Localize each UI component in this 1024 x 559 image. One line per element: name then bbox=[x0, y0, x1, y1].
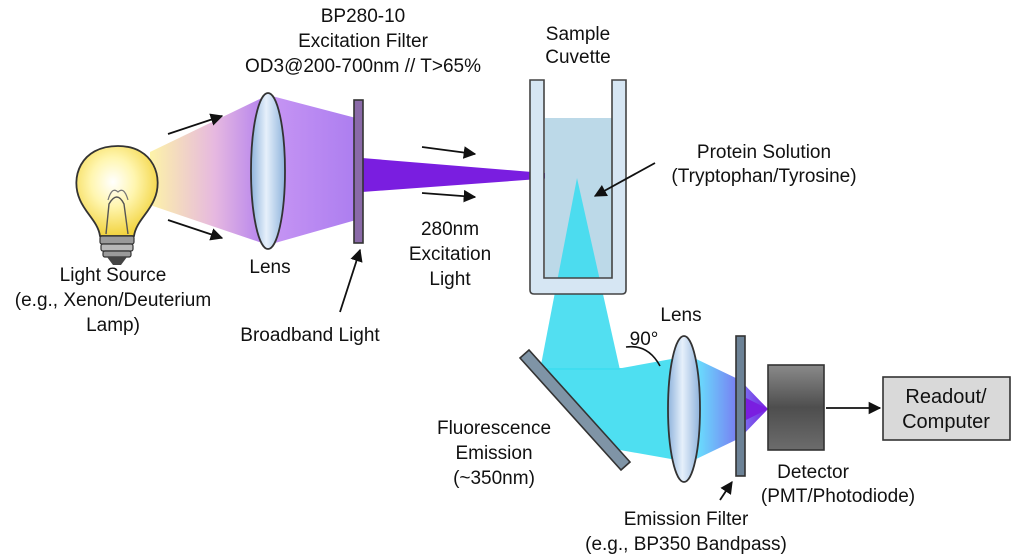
label-light-source-1: Light Source bbox=[60, 265, 167, 286]
label-filter-name: BP280-10 bbox=[321, 6, 406, 27]
excitation-beam bbox=[362, 158, 580, 192]
arrow-excitation-lower bbox=[421, 189, 477, 203]
label-filter-spec: OD3@200-700nm // T>65% bbox=[245, 56, 481, 77]
arrow-excitation-upper bbox=[421, 146, 477, 159]
source-light-cone bbox=[150, 95, 268, 245]
label-broadband: Broadband Light bbox=[240, 325, 380, 346]
label-excitation-2: Excitation bbox=[409, 244, 491, 265]
arrow-emission-filter bbox=[719, 480, 733, 501]
mirror bbox=[518, 348, 632, 472]
lens-left bbox=[250, 92, 286, 250]
arrow-source-upper bbox=[167, 113, 224, 135]
lens-right bbox=[667, 335, 701, 483]
label-lens-right: Lens bbox=[660, 305, 701, 326]
label-protein-2: (Tryptophan/Tyrosine) bbox=[671, 166, 856, 187]
arrow-broadband bbox=[339, 248, 363, 313]
label-angle: 90° bbox=[630, 329, 659, 350]
fluorescence-cone bbox=[540, 178, 620, 370]
light-bulb-icon bbox=[75, 145, 159, 265]
label-readout-1: Readout/ bbox=[905, 386, 987, 408]
label-cuvette-1: Sample bbox=[546, 24, 610, 45]
label-light-source-3: Lamp) bbox=[86, 315, 140, 336]
focused-emission-beam bbox=[690, 356, 768, 462]
label-filter-type: Excitation Filter bbox=[298, 31, 429, 52]
label-emission-filter-1: Emission Filter bbox=[624, 509, 749, 530]
readout-box bbox=[882, 376, 1011, 441]
arrow-source-lower bbox=[167, 219, 224, 241]
arrow-protein bbox=[593, 162, 656, 197]
angle-arc bbox=[625, 345, 661, 367]
emission-filter bbox=[735, 335, 746, 477]
detector-input-tip bbox=[746, 398, 768, 420]
detector bbox=[767, 364, 825, 451]
label-fluorescence-1: Fluorescence bbox=[437, 418, 551, 439]
label-emission-filter-2: (e.g., BP350 Bandpass) bbox=[585, 534, 787, 555]
label-excitation-3: Light bbox=[429, 269, 471, 290]
excitation-filter bbox=[353, 99, 364, 244]
label-cuvette-2: Cuvette bbox=[545, 47, 610, 68]
label-detector-1: Detector bbox=[777, 462, 849, 483]
reflected-emission-beam bbox=[540, 356, 688, 462]
label-light-source-2: (e.g., Xenon/Deuterium bbox=[15, 290, 211, 311]
label-protein-1: Protein Solution bbox=[697, 142, 831, 163]
label-fluorescence-3: (~350nm) bbox=[453, 468, 535, 489]
label-fluorescence-2: Emission bbox=[455, 443, 532, 464]
sample-cuvette bbox=[529, 79, 627, 295]
label-lens-left: Lens bbox=[249, 257, 290, 278]
label-excitation-1: 280nm bbox=[421, 219, 479, 240]
annotation-arrows bbox=[167, 113, 882, 501]
label-detector-2: (PMT/Photodiode) bbox=[761, 486, 915, 507]
label-readout-2: Computer bbox=[902, 411, 990, 433]
broadband-beam bbox=[268, 95, 356, 245]
